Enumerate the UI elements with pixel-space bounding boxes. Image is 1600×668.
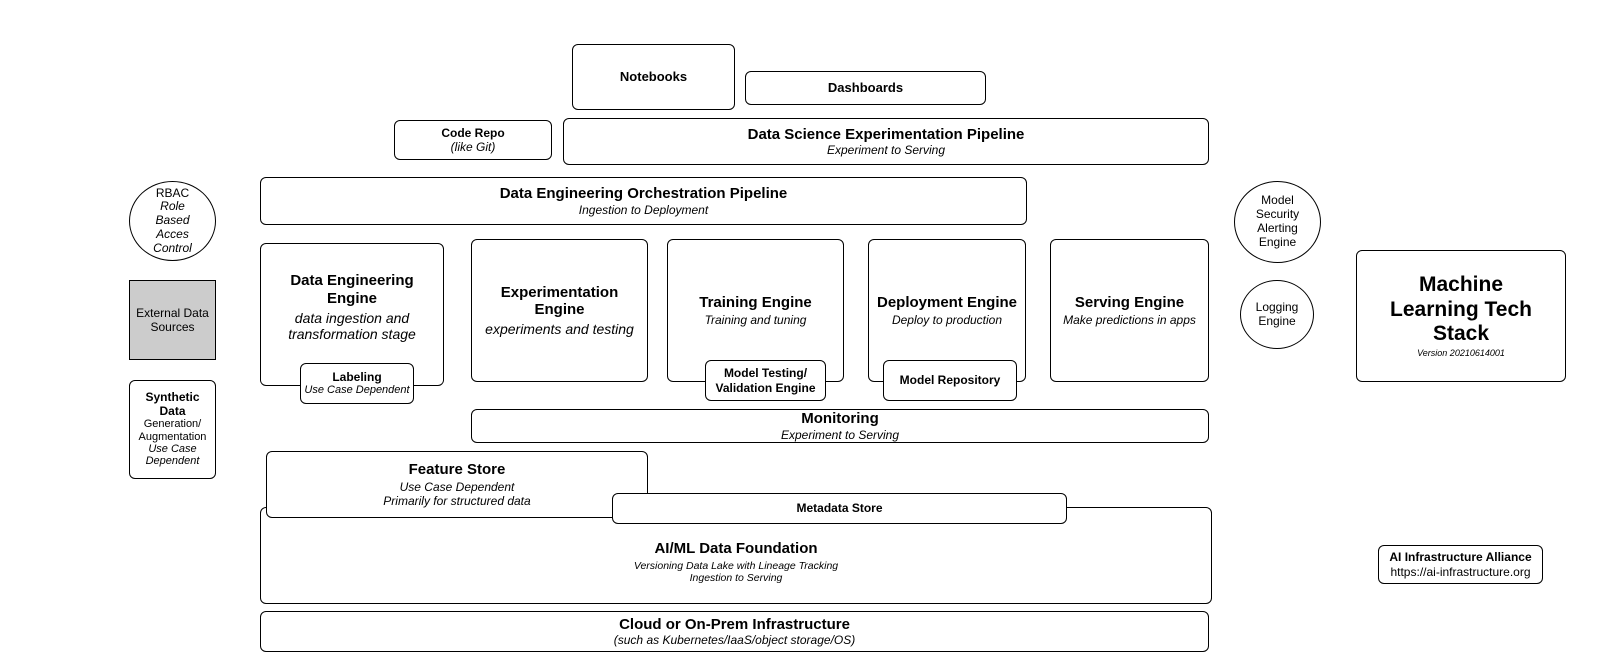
de-pipeline-title: Data Engineering Orchestration Pipeline bbox=[499, 185, 788, 203]
dashboards-box: Dashboards bbox=[745, 71, 986, 105]
model-security-line: Security bbox=[1255, 207, 1300, 222]
de-orchestration-pipeline: Data Engineering Orchestration Pipeline … bbox=[260, 177, 1027, 225]
feature-store-box: Feature Store Use Case Dependent Primari… bbox=[266, 451, 648, 518]
rbac-circle: RBAC Role Based Acces Control bbox=[129, 181, 216, 261]
dashboards-title: Dashboards bbox=[827, 80, 904, 96]
ds-pipeline-subtitle: Experiment to Serving bbox=[826, 143, 946, 158]
notebooks-box: Notebooks bbox=[572, 44, 735, 110]
synthetic-data-title: Synthetic Data bbox=[145, 390, 200, 418]
model-security-line: Alerting bbox=[1257, 221, 1298, 235]
synthetic-data-line: Generation/ bbox=[143, 418, 202, 431]
training-engine-subtitle: Training and tuning bbox=[704, 313, 807, 328]
aia-url: https://ai-infrastructure.org bbox=[1390, 564, 1531, 579]
data-foundation-title: AI/ML Data Foundation bbox=[654, 540, 818, 558]
metadata-store-box: Metadata Store bbox=[612, 493, 1067, 524]
ml-tech-stack-title-box: Machine Learning Tech Stack Version 2021… bbox=[1356, 250, 1566, 382]
rbac-line: RBAC bbox=[155, 185, 190, 200]
labeling-box: Labeling Use Case Dependent bbox=[300, 363, 414, 404]
feature-store-title: Feature Store bbox=[408, 460, 506, 478]
ds-experimentation-pipeline: Data Science Experimentation Pipeline Ex… bbox=[563, 118, 1209, 165]
synthetic-data-subtitle: Use Case Dependent bbox=[145, 442, 200, 468]
code-repo-title: Code Repo bbox=[441, 125, 505, 140]
rbac-line: Based bbox=[155, 213, 190, 228]
ml-tech-stack-version: Version 20210614001 bbox=[1417, 347, 1505, 358]
code-repo-box: Code Repo (like Git) bbox=[394, 120, 552, 160]
data-foundation-subtitle: Ingestion to Serving bbox=[689, 572, 783, 585]
logging-engine: Logging Engine bbox=[1240, 280, 1314, 349]
training-engine: Training Engine Training and tuning bbox=[667, 239, 844, 382]
deployment-engine-title: Deployment Engine bbox=[876, 293, 1018, 311]
aia-title: AI Infrastructure Alliance bbox=[1389, 550, 1532, 565]
synthetic-data-box: Synthetic Data Generation/ Augmentation … bbox=[129, 380, 216, 479]
data-engineering-engine: Data Engineering Engine data ingestion a… bbox=[260, 243, 444, 386]
rbac-line: Control bbox=[153, 240, 192, 255]
exp-engine-subtitle: experiments and testing bbox=[485, 320, 634, 337]
deployment-engine: Deployment Engine Deploy to production bbox=[868, 239, 1026, 382]
ds-pipeline-title: Data Science Experimentation Pipeline bbox=[747, 125, 1025, 143]
data-foundation-subtitle: Versioning Data Lake with Lineage Tracki… bbox=[633, 559, 839, 572]
labeling-subtitle: Use Case Dependent bbox=[304, 384, 410, 397]
serving-engine-subtitle: Make predictions in apps bbox=[1063, 313, 1196, 328]
de-pipeline-subtitle: Ingestion to Deployment bbox=[578, 202, 709, 217]
experimentation-engine: Experimentation Engine experiments and t… bbox=[471, 239, 648, 382]
external-data-sources-title: External Data Sources bbox=[136, 305, 209, 334]
labeling-title: Labeling bbox=[332, 369, 382, 384]
synthetic-data-line: Augmentation bbox=[138, 430, 207, 443]
feature-store-subtitle: Primarily for structured data bbox=[383, 494, 531, 509]
infra-subtitle: (such as Kubernetes/IaaS/object storage/… bbox=[613, 633, 856, 648]
ml-tech-stack-title: Machine Learning Tech Stack bbox=[1390, 273, 1532, 345]
feature-store-subtitle: Use Case Dependent bbox=[399, 480, 515, 495]
external-data-sources-box: External Data Sources bbox=[129, 280, 216, 360]
monitoring-title: Monitoring bbox=[801, 410, 879, 428]
logging-engine-line: Logging bbox=[1255, 299, 1299, 314]
model-security-line: Engine bbox=[1258, 234, 1297, 249]
deployment-engine-subtitle: Deploy to production bbox=[891, 313, 1003, 328]
model-testing-title: Model Testing/ Validation Engine bbox=[715, 366, 816, 395]
serving-engine-title: Serving Engine bbox=[1074, 293, 1185, 311]
cloud-onprem-infrastructure: Cloud or On-Prem Infrastructure (such as… bbox=[260, 611, 1209, 652]
model-security-alerting-engine: Model Security Alerting Engine bbox=[1234, 181, 1321, 263]
rbac-line: Role bbox=[160, 199, 185, 214]
model-security-line: Model bbox=[1261, 193, 1294, 208]
code-repo-subtitle: (like Git) bbox=[450, 140, 496, 154]
logging-engine-line: Engine bbox=[1258, 313, 1296, 328]
de-engine-subtitle: data ingestion and transformation stage bbox=[288, 309, 416, 343]
monitoring-bar: Monitoring Experiment to Serving bbox=[471, 409, 1209, 443]
model-repository-title: Model Repository bbox=[899, 373, 1001, 388]
infra-title: Cloud or On-Prem Infrastructure bbox=[619, 615, 850, 633]
de-engine-title: Data Engineering Engine bbox=[290, 272, 414, 307]
training-engine-title: Training Engine bbox=[699, 293, 812, 311]
metadata-store-title: Metadata Store bbox=[796, 501, 883, 516]
ai-infrastructure-alliance-box: AI Infrastructure Alliance https://ai-in… bbox=[1378, 545, 1543, 584]
serving-engine: Serving Engine Make predictions in apps bbox=[1050, 239, 1209, 382]
notebooks-title: Notebooks bbox=[619, 69, 688, 85]
exp-engine-title: Experimentation Engine bbox=[500, 283, 619, 319]
monitoring-subtitle: Experiment to Serving bbox=[780, 427, 900, 442]
model-repository-box: Model Repository bbox=[883, 360, 1017, 401]
rbac-line: Acces bbox=[156, 226, 189, 241]
model-testing-box: Model Testing/ Validation Engine bbox=[705, 360, 826, 401]
